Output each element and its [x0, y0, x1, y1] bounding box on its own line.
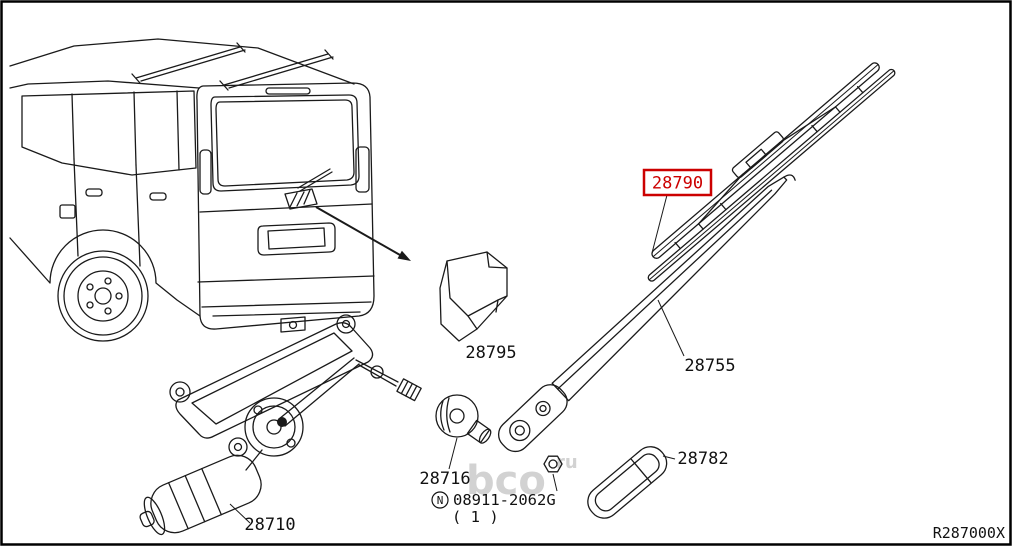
part-number-wiper-blade: 28790	[652, 174, 703, 194]
license-plate-recess	[257, 222, 336, 256]
taillight	[199, 149, 212, 195]
nut-symbol: N	[437, 494, 444, 507]
leader-line	[229, 503, 251, 524]
arm-pivot-head	[497, 384, 568, 453]
highlight-box	[642, 168, 713, 197]
motor-bracket	[175, 322, 374, 439]
spline-shaft	[396, 378, 422, 402]
part-label-nut[interactable]: N 08911-2062G ( 1 )	[431, 473, 558, 526]
part-labels: 28790 28795 28755 28782 28716 28710	[229, 168, 736, 535]
grommet-drawing	[435, 394, 492, 444]
wiper-blade-drawing	[647, 62, 896, 282]
part-number-pivot-grommet: 28716	[419, 469, 470, 489]
part-number-arm-cap: 28782	[677, 449, 728, 469]
watermark: bco ru	[466, 452, 578, 504]
wiper-on-glass	[297, 168, 333, 192]
roof-rack-crossbar	[135, 46, 246, 82]
leader-line	[651, 194, 668, 254]
motor-gear-housing	[244, 397, 304, 457]
drawing-reference: R287000X	[933, 524, 1005, 542]
wiper-arm-drawing	[497, 174, 796, 453]
leader-line	[552, 473, 558, 492]
rear-wheel	[57, 250, 149, 342]
watermark-text: bco	[466, 458, 546, 504]
roof-rack-crossbar	[223, 53, 334, 89]
part-number-wiper-motor: 28710	[244, 515, 295, 535]
rear-bumper	[197, 275, 375, 283]
pivot-cover-drawing	[439, 251, 508, 342]
leader-line	[662, 455, 676, 460]
arm-cap-drawing	[587, 446, 668, 519]
fuel-door	[59, 204, 76, 219]
mount-location-hatch	[284, 188, 318, 210]
rear-window	[210, 94, 360, 192]
door-handle	[85, 188, 103, 197]
part-label-pivot-grommet[interactable]: 28716	[419, 437, 471, 489]
wiper-motor-drawing	[139, 314, 422, 536]
part-number-wiper-arm: 28755	[684, 356, 735, 376]
leader-line	[448, 437, 458, 470]
part-label-wiper-blade[interactable]: 28790	[642, 168, 713, 254]
nut-quantity: ( 1 )	[452, 508, 499, 526]
vehicle-drawing	[9, 38, 375, 342]
nut-part-number: 08911-2062G	[453, 491, 556, 509]
part-label-arm-cap[interactable]: 28782	[662, 449, 729, 469]
part-label-wiper-arm[interactable]: 28755	[657, 299, 736, 376]
circled-n-icon	[431, 491, 449, 509]
door-handle	[149, 192, 167, 201]
nut-drawing	[543, 455, 563, 473]
tailgate	[196, 82, 375, 330]
leader-line	[657, 299, 685, 357]
taillight	[355, 146, 370, 193]
part-label-pivot-cover[interactable]: 28795	[465, 343, 516, 363]
side-windows	[21, 90, 197, 176]
watermark-suffix: ru	[556, 452, 578, 473]
part-number-pivot-cover: 28795	[465, 343, 516, 363]
part-label-wiper-motor[interactable]: 28710	[229, 503, 296, 535]
pointer-arrow	[315, 206, 411, 261]
motor-body	[139, 454, 262, 536]
